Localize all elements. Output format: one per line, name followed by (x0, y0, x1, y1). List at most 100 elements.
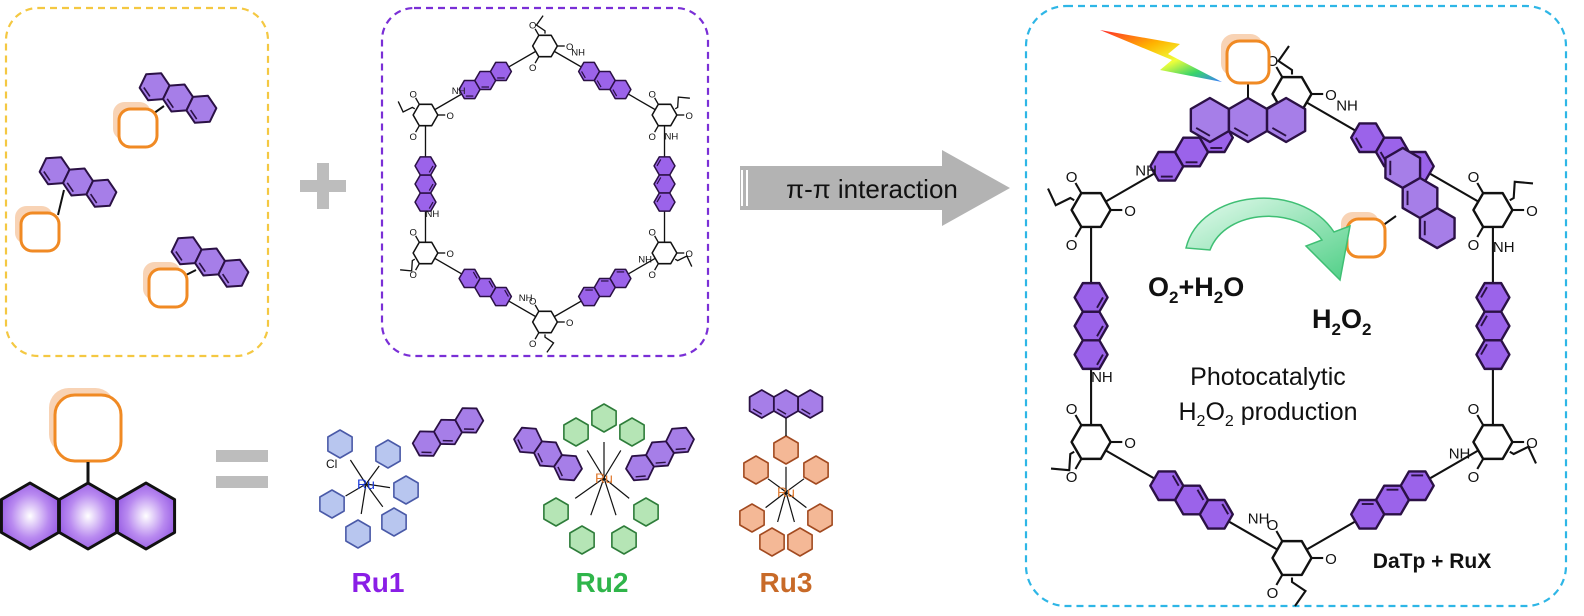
oxygen-label: O (648, 89, 655, 100)
chloride-label: Cl (326, 457, 337, 471)
oxygen-label: O (566, 42, 573, 53)
cof-linker-6 (1149, 122, 1234, 182)
oxygen-label: O (648, 132, 655, 143)
oxygen-label: O (648, 227, 655, 238)
cof-node-4: O O O (529, 296, 573, 353)
cof-node-2: O O O (648, 89, 692, 143)
equals-sign (216, 450, 268, 488)
nh-label: NH (1091, 369, 1113, 386)
reactants-label: O2+H2O (1148, 272, 1244, 307)
pyridine-ring (345, 519, 371, 549)
oxygen-label: O (1066, 237, 1078, 254)
oxygen-label: O (1468, 237, 1480, 254)
cof-linker-3 (577, 268, 632, 307)
anthracene-ligand-1 (138, 72, 218, 124)
oxygen-label: O (566, 318, 573, 329)
oxygen-label: O (1267, 585, 1279, 602)
nh-label: NH (519, 293, 533, 304)
oxygen-label: O (1325, 87, 1337, 104)
oxygen-label: O (686, 111, 693, 122)
cof-node-4: OOO (1267, 517, 1337, 607)
ru1-complex: Ru Cl (319, 407, 485, 549)
oxygen-label: O (1468, 169, 1480, 186)
nh-label: NH (1449, 446, 1471, 463)
oxygen-label: O (1526, 203, 1538, 220)
oxygen-label: O (529, 296, 536, 307)
system-label: DaTp + RuX (1373, 550, 1491, 573)
oxygen-label: O (409, 89, 416, 100)
cof-linker-1 (577, 61, 632, 100)
cof-node-1: OOO (529, 15, 573, 74)
nh-label: NH (425, 209, 439, 220)
oxygen-label: O (1267, 53, 1279, 70)
ligand-box-yellow (4, 6, 270, 358)
nh-label: NH (452, 86, 466, 97)
oxygen-label: O (1066, 401, 1078, 418)
cof-linker-6 (458, 61, 513, 100)
cof-node-6: OOO (1047, 169, 1136, 254)
nh-label: NH (665, 132, 679, 143)
pi-pi-label: π-π interaction (786, 174, 958, 204)
ru2-anthracene-left (513, 426, 583, 482)
pyridine-ring (787, 527, 813, 557)
cof-node-3: OOO (648, 227, 692, 281)
cof-node-6: OOO (397, 89, 454, 143)
cof-linker-2 (1475, 281, 1511, 371)
ruthenium-center: Ru (777, 484, 795, 500)
anthracene-ligand-2 (38, 156, 118, 208)
oxygen-label: O (686, 249, 693, 260)
nh-label: NH (1336, 98, 1358, 115)
cof-node-2: O O O (1468, 169, 1538, 254)
cof-node-3: OOO (1468, 401, 1538, 486)
cof-linker-4 (1149, 470, 1234, 530)
oxygen-label: O (1066, 469, 1078, 486)
ru-tag-3 (143, 262, 189, 309)
photocatalytic-line2: H2O2 production (1178, 398, 1357, 430)
pyridine-ring (375, 439, 401, 469)
pyridine-ring (611, 525, 637, 555)
ru-tag-2 (15, 206, 61, 253)
ru-tag-right (1341, 212, 1387, 259)
anthracene-ligand-3 (170, 236, 250, 288)
conversion-arrow-icon (1185, 197, 1351, 282)
ru2-complex: Ru (513, 403, 695, 555)
cof-linker-5 (414, 156, 437, 212)
pyridine-ring (319, 489, 345, 519)
ruthenium-center: Ru (357, 476, 375, 492)
oxygen-label: O (1267, 517, 1279, 534)
pyridine-ring (563, 417, 589, 447)
cof-node-5: OOO (1050, 401, 1136, 486)
pyridine-ring (381, 507, 407, 537)
photocatalytic-line1: Photocatalytic (1190, 363, 1346, 391)
legend-ru-tag (49, 388, 123, 463)
ru1-label: Ru1 (352, 567, 405, 598)
ru-tag-top (1221, 34, 1271, 85)
pyridine-ring (327, 429, 353, 459)
pyridine-ring (807, 503, 833, 533)
oxygen-label: O (529, 339, 536, 350)
cof-node-5: OOO (400, 227, 454, 281)
pyridine-ring (619, 417, 645, 447)
legend-anthracene-ring (57, 481, 119, 551)
cof-linker-2 (653, 156, 676, 212)
pyridine-ring (393, 475, 419, 505)
product-label: H2O2 (1312, 304, 1371, 339)
oxygen-label: O (1468, 401, 1480, 418)
nh-label: NH (571, 47, 585, 58)
pyridine-ring (591, 403, 617, 433)
pyridine-ring (759, 527, 785, 557)
nh-label: NH (1493, 239, 1515, 256)
ruthenium-center: Ru (595, 470, 613, 486)
pyridine-ring (543, 497, 569, 527)
legend-anthracene-ring (0, 481, 61, 551)
legend-anthracene-ring (115, 481, 177, 551)
nh-label: NH (1135, 162, 1157, 179)
cof-linker-5 (1073, 281, 1109, 371)
stacked-anthracene-top (1189, 96, 1307, 144)
oxygen-label: O (1468, 469, 1480, 486)
cof-linker-4 (458, 268, 513, 307)
oxygen-label: O (529, 63, 536, 74)
